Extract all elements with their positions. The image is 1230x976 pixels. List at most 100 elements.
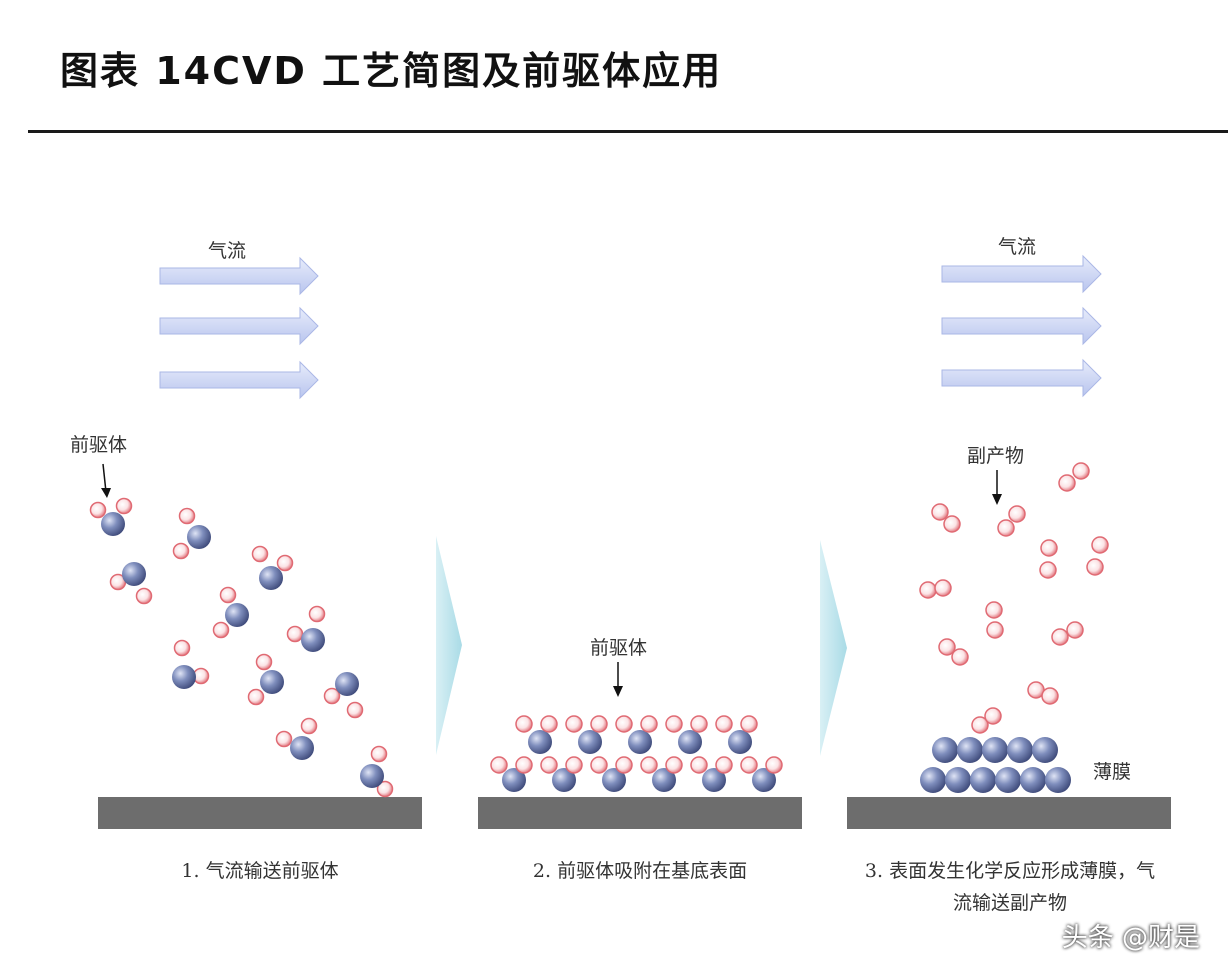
adsorbed-blue-atom	[702, 768, 726, 792]
adsorbed-blue-atom	[578, 730, 602, 754]
adsorbed-red-atom	[740, 715, 758, 733]
adsorbed-red-atom	[565, 715, 583, 733]
byproduct-red-atom	[971, 716, 989, 734]
precursor-label-1: 前驱体	[70, 434, 128, 456]
watermark: 头条 @财是	[1061, 923, 1200, 953]
adsorbed-blue-atom	[752, 768, 776, 792]
adsorbed-red-atom	[615, 756, 633, 774]
byproduct-red-atom	[986, 621, 1004, 639]
adsorbed-blue-atom	[528, 730, 552, 754]
adsorbed-red-atom	[640, 756, 658, 774]
adsorbed-blue-atom	[678, 730, 702, 754]
film-atom	[982, 737, 1008, 763]
step3-caption-line2: 流输送副产物	[952, 892, 1067, 914]
byproduct-red-atom	[951, 648, 969, 666]
adsorbed-blue-atom	[602, 768, 626, 792]
adsorbed-red-atom	[615, 715, 633, 733]
step3-caption-line1: 3. 表面发生化学反应形成薄膜，气	[864, 860, 1156, 882]
precursor-red-atom	[172, 542, 190, 560]
gas-flow-arrow	[159, 360, 319, 400]
film-atom	[1007, 737, 1033, 763]
adsorbed-red-atom	[540, 756, 558, 774]
step2-caption: 2. 前驱体吸附在基底表面	[532, 860, 748, 882]
precursor-red-atom	[212, 621, 230, 639]
adsorbed-red-atom	[565, 756, 583, 774]
precursor-pointer-arrow-1	[102, 463, 107, 493]
precursor-red-atom	[89, 501, 107, 519]
byproduct-red-atom	[1040, 539, 1058, 557]
byproduct-red-atom	[934, 579, 952, 597]
precursor-red-atom	[219, 586, 237, 604]
byproduct-red-atom	[943, 515, 961, 533]
adsorbed-red-atom	[765, 756, 783, 774]
adsorbed-red-atom	[515, 756, 533, 774]
precursor-red-atom	[300, 717, 318, 735]
adsorbed-red-atom	[690, 756, 708, 774]
step-arrow-2-to-3	[820, 540, 847, 756]
substrate-panel2	[478, 797, 802, 829]
adsorbed-red-atom	[590, 756, 608, 774]
precursor-red-atom	[251, 545, 269, 563]
film-atom	[1032, 737, 1058, 763]
precursor-blue-atom	[172, 665, 196, 689]
precursor-red-atom	[286, 625, 304, 643]
film-atom	[957, 737, 983, 763]
precursor-blue-atom	[290, 736, 314, 760]
precursor-label-2: 前驱体	[590, 637, 648, 659]
adsorbed-blue-atom	[628, 730, 652, 754]
adsorbed-red-atom	[665, 715, 683, 733]
byproduct-red-atom	[1066, 621, 1084, 639]
precursor-red-atom	[135, 587, 153, 605]
title-divider	[28, 130, 1228, 133]
adsorbed-blue-atom	[552, 768, 576, 792]
byproduct-red-atom	[1086, 558, 1104, 576]
precursor-blue-atom	[225, 603, 249, 627]
adsorbed-blue-atom	[652, 768, 676, 792]
film-atom	[932, 737, 958, 763]
byproduct-label: 副产物	[967, 445, 1025, 467]
adsorbed-red-atom	[590, 715, 608, 733]
byproduct-red-atom	[931, 503, 949, 521]
byproduct-red-atom	[919, 581, 937, 599]
film-atom	[1045, 767, 1071, 793]
precursor-blue-atom	[259, 566, 283, 590]
panel1-gas-arrows	[159, 256, 319, 400]
precursor-red-atom	[376, 780, 394, 798]
precursor-blue-atom	[260, 670, 284, 694]
film-atom	[1020, 767, 1046, 793]
film-atom	[970, 767, 996, 793]
byproduct-red-atom	[985, 601, 1003, 619]
adsorbed-blue-atom	[728, 730, 752, 754]
byproduct-red-atom	[1051, 628, 1069, 646]
gas-flow-arrow	[941, 306, 1102, 346]
precursor-blue-atom	[122, 562, 146, 586]
byproduct-red-atom	[1039, 561, 1057, 579]
step1-caption: 1. 气流输送前驱体	[181, 860, 339, 882]
gas-flow-arrow	[941, 358, 1102, 398]
step-arrow-1-to-2	[436, 536, 462, 755]
adsorbed-blue-atom	[502, 768, 526, 792]
precursor-blue-atom	[335, 672, 359, 696]
byproduct-red-atom	[1072, 462, 1090, 480]
panel3-gas-arrows	[941, 254, 1102, 398]
gas-flow-label-3: 气流	[998, 236, 1037, 258]
byproduct-red-atom	[938, 638, 956, 656]
molecules-layer	[89, 462, 1109, 798]
substrate-panel3	[847, 797, 1171, 829]
precursor-red-atom	[370, 745, 388, 763]
film-label: 薄膜	[1093, 761, 1132, 783]
adsorbed-red-atom	[490, 756, 508, 774]
precursor-red-atom	[115, 497, 133, 515]
byproduct-red-atom	[984, 707, 1002, 725]
gas-flow-label-1: 气流	[208, 240, 247, 262]
precursor-red-atom	[308, 605, 326, 623]
gas-flow-arrow	[941, 254, 1102, 294]
gas-flow-arrow	[159, 306, 319, 346]
figure-title: 图表 14CVD 工艺简图及前驱体应用	[60, 49, 723, 93]
precursor-blue-atom	[360, 764, 384, 788]
film-atom	[995, 767, 1021, 793]
byproduct-red-atom	[997, 519, 1015, 537]
adsorbed-red-atom	[740, 756, 758, 774]
precursor-red-atom	[275, 730, 293, 748]
